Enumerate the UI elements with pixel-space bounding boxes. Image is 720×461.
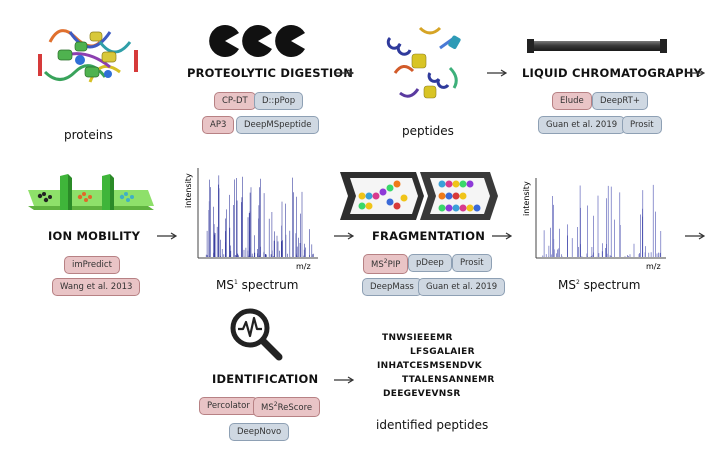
protein-structure-icon xyxy=(38,29,138,83)
tool-chip-impredict: imPredict xyxy=(64,256,120,274)
identified-peptides-caption: identified peptides xyxy=(376,418,489,432)
tool-chip-dppop: D::pPop xyxy=(254,92,304,110)
tool-chip-wang-2013: Wang et al. 2013 xyxy=(52,278,141,296)
flow-arrow xyxy=(685,232,706,240)
proteolytic-digestion-title: PROTEOLYTIC DIGESTION xyxy=(187,66,354,80)
ms2pip-main: MS xyxy=(371,259,384,270)
fragmentation-title: FRAGMENTATION xyxy=(372,229,486,243)
tool-chip-cp-dt: CP-DT xyxy=(214,92,256,110)
proteins-caption: proteins xyxy=(64,128,113,142)
ms2rescore-sup: 2 xyxy=(273,401,278,408)
tool-chip-deepnovo: DeepNovo xyxy=(229,423,290,441)
ms2-caption-rest: spectrum xyxy=(579,278,641,292)
fragmentation-icon xyxy=(340,172,498,220)
ms2-caption-main: MS xyxy=(558,278,576,292)
ms2rescore-main: MS xyxy=(261,402,274,413)
ms2-caption-sup: 2 xyxy=(575,279,580,286)
sequence-2: LFSGALAIER xyxy=(410,347,475,357)
sequence-4: TTALENSANNEMR xyxy=(402,375,495,385)
peptides-caption: peptides xyxy=(402,124,454,138)
ms1-caption-sup: 1 xyxy=(233,279,238,286)
tool-chip-deepmspeptide: DeepMSpeptide xyxy=(236,116,320,134)
tool-chip-deepmass: DeepMass xyxy=(362,278,422,296)
ms1-y-label: intensity xyxy=(184,173,193,208)
tool-chip-deeprt: DeepRT+ xyxy=(592,92,649,110)
flow-arrow xyxy=(334,232,355,240)
ion-mobility-title: ION MOBILITY xyxy=(48,229,141,243)
tool-chip-ap3: AP3 xyxy=(202,116,235,134)
peptides-icon xyxy=(386,26,461,99)
ms2-spectrum-plot: intensity m/z xyxy=(522,178,666,271)
ms2-y-label: intensity xyxy=(522,181,531,216)
ms1-x-label: m/z xyxy=(296,262,311,271)
sequence-1: TNWSIEEEMR xyxy=(382,333,453,343)
tool-chip-guan-2019: Guan et al. 2019 xyxy=(538,116,626,134)
tool-chip-prosit: Prosit xyxy=(452,254,492,272)
tool-chip-ms2rescore: MS2ReScore xyxy=(253,397,321,417)
flow-arrow xyxy=(685,69,706,77)
ms1-caption-rest: spectrum xyxy=(237,278,299,292)
ms1-spectrum-plot: intensity m/z xyxy=(184,168,318,271)
ms2-x-label: m/z xyxy=(646,262,661,271)
tool-chip-pdeep: pDeep xyxy=(408,254,452,272)
ms2rescore-rest: ReScore xyxy=(277,402,313,413)
lc-column-icon xyxy=(527,39,667,53)
ms1-spectrum-caption: MS1 spectrum xyxy=(216,278,298,292)
sequence-3: INHATCESMSENDVK xyxy=(377,361,483,371)
tool-chip-ms2pip: MS2PIP xyxy=(363,254,409,274)
sequence-5: DEEGEVEVNSR xyxy=(383,389,461,399)
ion-mobility-icon xyxy=(28,174,154,210)
flow-arrow xyxy=(492,232,513,240)
liquid-chromatography-title: LIQUID CHROMATOGRAPHY xyxy=(522,66,703,80)
tool-chip-percolator: Percolator xyxy=(199,397,258,415)
tool-chip-prosit: Prosit xyxy=(622,116,662,134)
ms2pip-rest: PIP xyxy=(387,259,401,270)
flow-arrow xyxy=(487,69,508,77)
ms1-caption-main: MS xyxy=(216,278,234,292)
tool-chip-guan-2019-frag: Guan et al. 2019 xyxy=(418,278,506,296)
tool-chip-elude: Elude xyxy=(552,92,592,110)
flow-arrow xyxy=(334,376,355,384)
ms2-spectrum-caption: MS2 spectrum xyxy=(558,278,640,292)
pacman-icon xyxy=(209,24,305,57)
ms2pip-sup: 2 xyxy=(383,258,388,265)
flow-arrow xyxy=(157,232,178,240)
identification-title: IDENTIFICATION xyxy=(212,372,319,386)
magnifier-waveform-icon xyxy=(230,308,283,361)
flow-arrow xyxy=(334,69,355,77)
